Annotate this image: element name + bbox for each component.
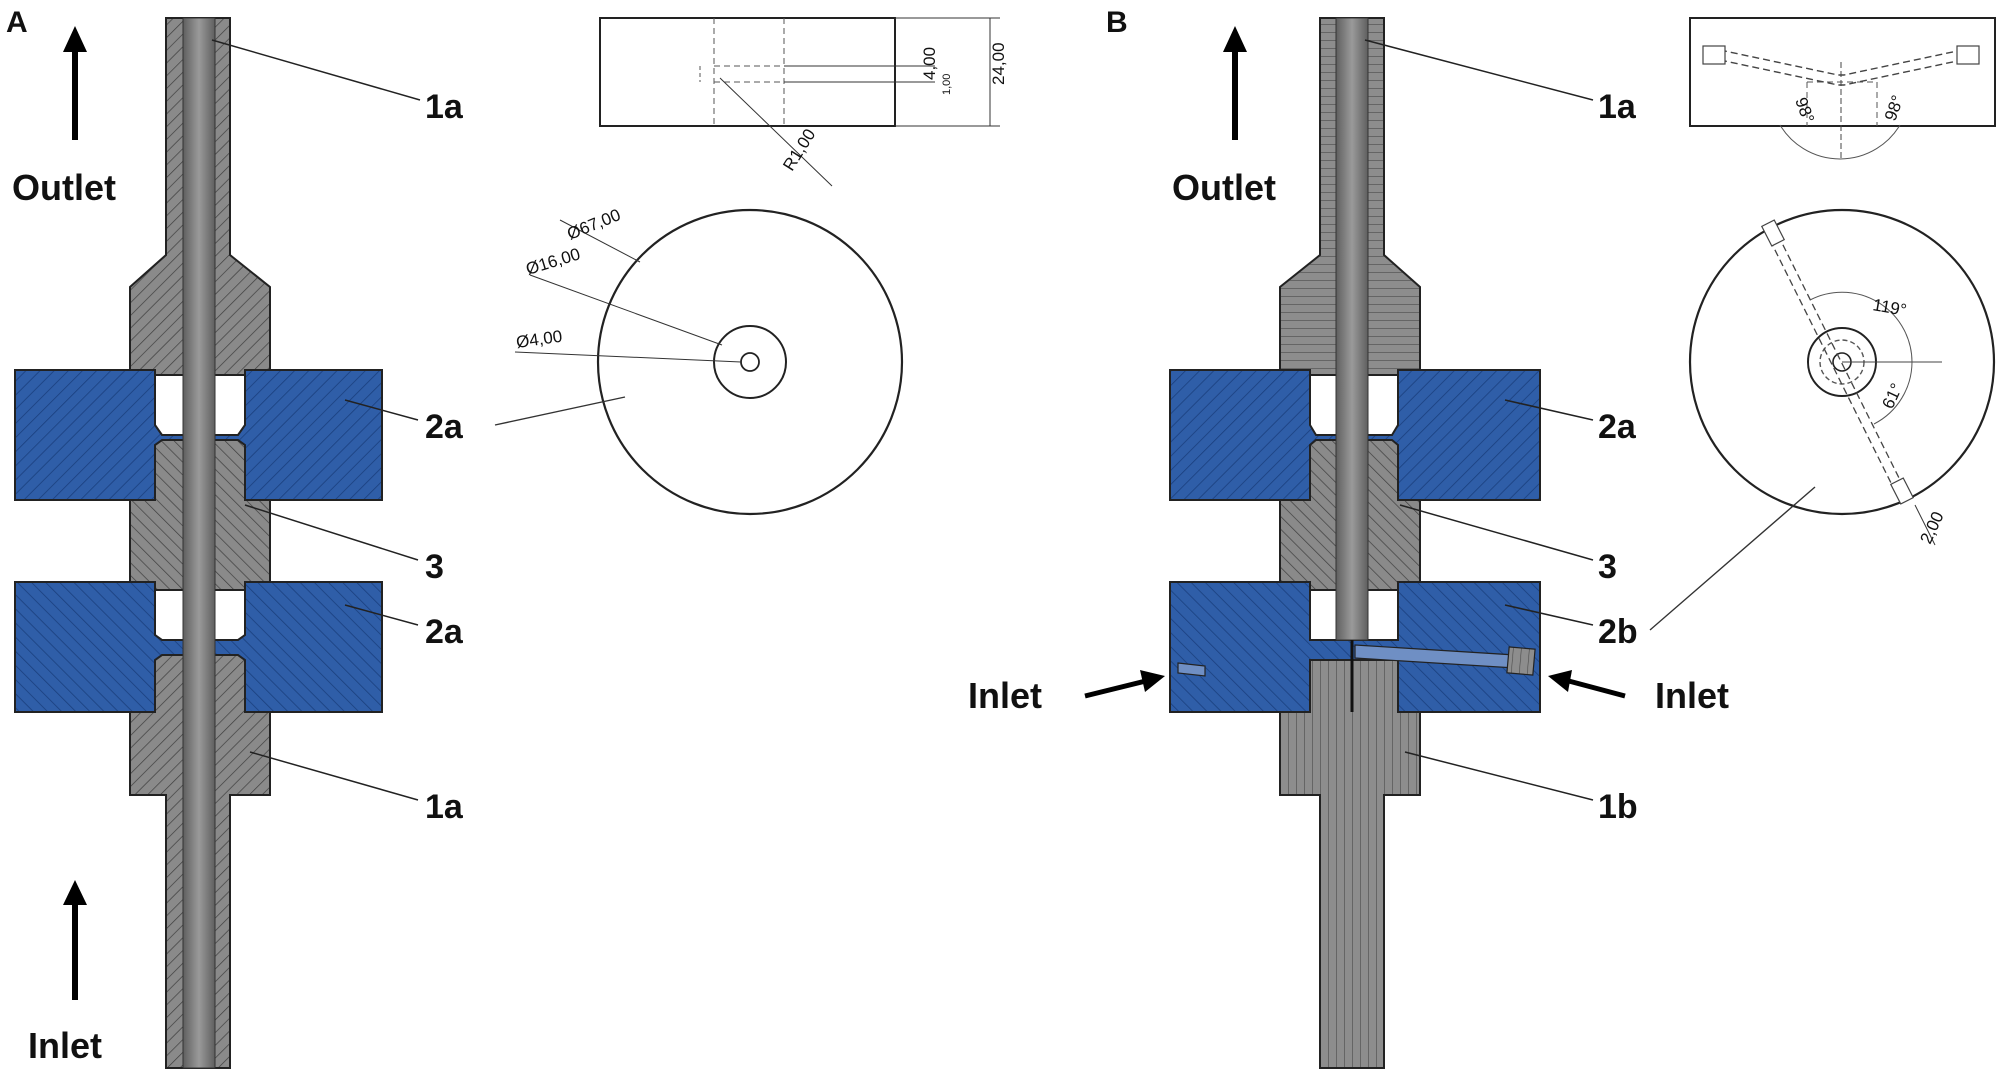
disc-side-view: 4,00 1,00 24,00 R1,00	[599, 17, 1008, 187]
svg-text:2a: 2a	[425, 408, 464, 446]
bore-channel	[182, 17, 216, 1069]
disc-side-view-b: 98° 98°	[1689, 17, 1996, 160]
callout-1a-bottom: 1a	[249, 751, 464, 826]
inlet-label-left: Inlet	[968, 675, 1042, 716]
inlet-label: Inlet	[28, 1025, 102, 1066]
outlet-label: Outlet	[12, 167, 116, 208]
dim-radius: R1,00	[779, 126, 819, 175]
callout-1a-top-b: 1a	[1364, 39, 1637, 126]
outlet-label-b: Outlet	[1172, 167, 1276, 208]
callout-2a-upper-b: 2a	[1504, 399, 1637, 446]
dim-mid-diameter: Ø16,00	[524, 244, 583, 278]
svg-text:2b: 2b	[1598, 613, 1638, 651]
panel-a: A Outlet Inlet 1a	[6, 6, 1008, 1069]
callout-2a-upper: 2a	[344, 399, 464, 446]
panel-b-letter: B	[1106, 6, 1128, 39]
callout-3: 3	[244, 504, 444, 586]
thread-fitting	[1506, 646, 1536, 676]
svg-text:1a: 1a	[425, 88, 464, 126]
dim-gap: 4,00	[920, 47, 939, 80]
inlet-arrow-right-icon	[1564, 677, 1626, 699]
svg-text:3: 3	[1598, 548, 1617, 586]
disc-top-view-b: 119° 61° 2,00	[1649, 208, 1996, 631]
svg-text:1a: 1a	[1598, 88, 1637, 126]
inlet-channel-left	[1177, 662, 1206, 677]
panel-b: B Outlet Inlet Inlet 1a	[968, 6, 1996, 1069]
panel-a-letter: A	[6, 6, 28, 39]
bore-channel-b	[1335, 17, 1369, 641]
svg-text:1b: 1b	[1598, 788, 1638, 826]
callout-2b-lower: 2b	[1504, 604, 1638, 651]
dim-height: 24,00	[989, 42, 1008, 85]
callout-2a-lower: 2a	[344, 604, 464, 651]
callout-3-b: 3	[1399, 504, 1617, 586]
svg-text:1a: 1a	[425, 788, 464, 826]
inlet-arrow-left-icon	[1084, 677, 1151, 699]
inlet-label-right: Inlet	[1655, 675, 1729, 716]
callout-1b-bottom: 1b	[1404, 751, 1638, 826]
dim-gap-small: 1,00	[941, 74, 953, 95]
disc-top-view: Ø67,00 Ø16,00 Ø4,00	[494, 205, 904, 516]
svg-text:2a: 2a	[425, 613, 464, 651]
svg-text:2a: 2a	[1598, 408, 1637, 446]
dim-hole-diameter: Ø4,00	[515, 327, 564, 352]
callout-1a-top: 1a	[211, 39, 464, 126]
dim-channel: 2,00	[1916, 509, 1947, 547]
svg-text:3: 3	[425, 548, 444, 586]
